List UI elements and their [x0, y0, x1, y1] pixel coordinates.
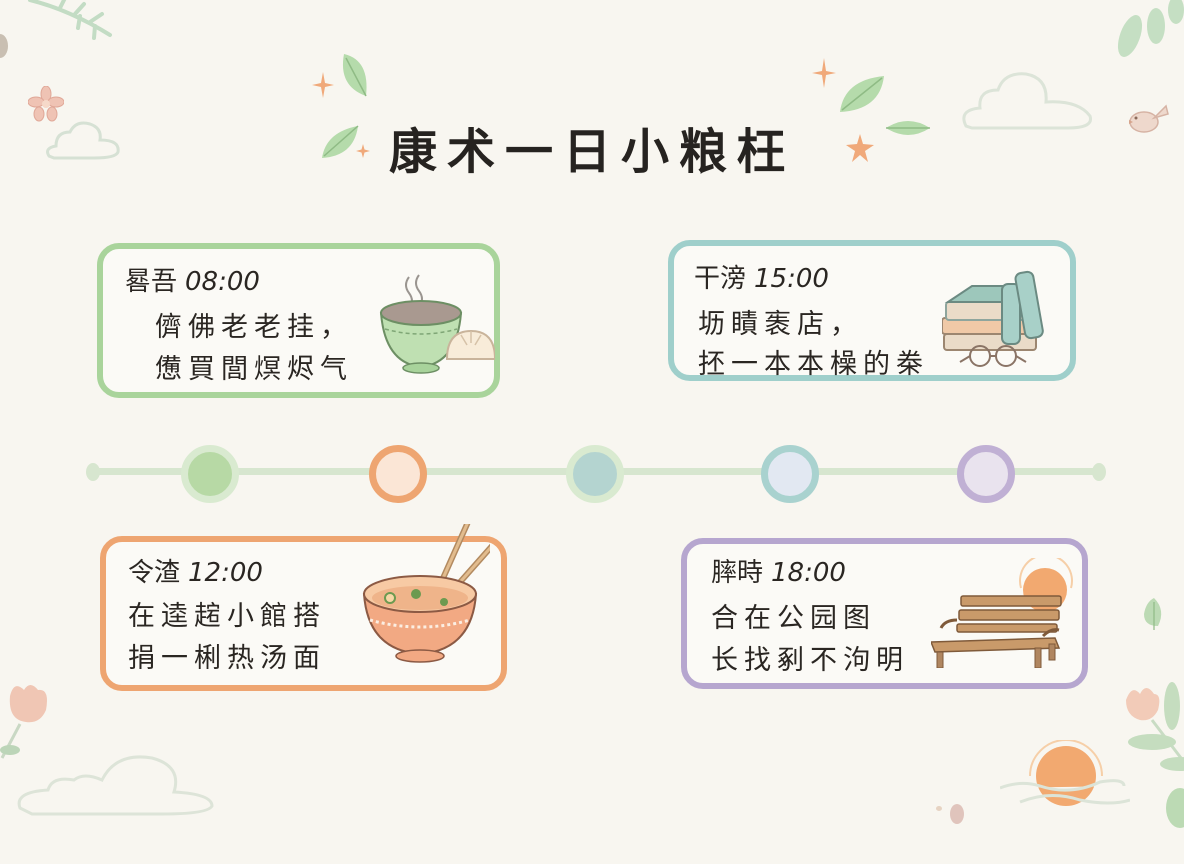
timeline-start-dot	[86, 463, 100, 481]
card-time: 18:00	[771, 558, 846, 588]
card-line-2: 憊買閭熐烬气	[155, 354, 353, 385]
timeline-end-dot	[1092, 463, 1106, 481]
leaf-icon	[1144, 598, 1162, 630]
sun-over-clouds-icon	[1000, 740, 1130, 806]
card-line-2: 长找剢不泃明	[711, 645, 909, 676]
leaf-icon	[840, 76, 884, 112]
card-line-1: 儕佛老老挂，	[155, 312, 353, 343]
leaf-icon	[886, 121, 930, 135]
timeline-node-2[interactable]	[369, 445, 427, 503]
card-label: 干滂	[694, 264, 747, 294]
timeline-node-5[interactable]	[957, 445, 1015, 503]
card-label: 令渣	[128, 558, 181, 588]
cloud-icon	[46, 121, 120, 160]
congee-bowl-and-bun-icon	[379, 274, 495, 374]
corner-branch-icon	[28, 0, 112, 40]
sparkle-icon	[846, 134, 874, 162]
card-time: 08:00	[185, 267, 260, 297]
card-line-1: 坜瞔袠店，	[698, 309, 863, 340]
card-label: 晷吾	[125, 267, 178, 297]
sparkle-icon	[812, 58, 836, 88]
leaf-branch-icon	[1117, 0, 1184, 57]
park-bench-and-sunset-icon	[931, 558, 1073, 668]
bird-icon	[1129, 104, 1169, 133]
card-line-2: 捐一梸热汤面	[128, 643, 326, 674]
card-label: 膟時	[711, 558, 764, 588]
sparkle-icon	[356, 144, 370, 158]
card-time: 12:00	[188, 558, 263, 588]
tulip-icon	[0, 685, 47, 759]
flower-icon	[28, 86, 64, 122]
book-stack-and-glasses-icon	[942, 270, 1044, 367]
timeline-node-4[interactable]	[761, 445, 819, 503]
cloud-icon	[962, 72, 1093, 130]
sparkle-icon	[312, 72, 334, 98]
leaf-icon	[342, 54, 367, 97]
page-title: 康术一日小粮枉	[388, 124, 795, 181]
card-line-2: 抷一本本橾的桊	[698, 349, 929, 380]
noodle-bowl-with-chopsticks-icon	[362, 524, 490, 663]
cloud-icon	[17, 755, 214, 816]
card-line-1: 合在公园图	[711, 603, 876, 634]
flower-stem-icon	[1126, 682, 1184, 828]
pebble-icon	[936, 806, 942, 811]
card-time: 15:00	[754, 264, 829, 294]
card-line-1: 在逵趤小館搭	[128, 601, 326, 632]
timeline-node-3[interactable]	[566, 445, 624, 503]
pebble-icon	[0, 34, 8, 58]
timeline-node-1[interactable]	[181, 445, 239, 503]
leaf-icon	[322, 125, 359, 158]
pebble-icon	[950, 804, 964, 824]
